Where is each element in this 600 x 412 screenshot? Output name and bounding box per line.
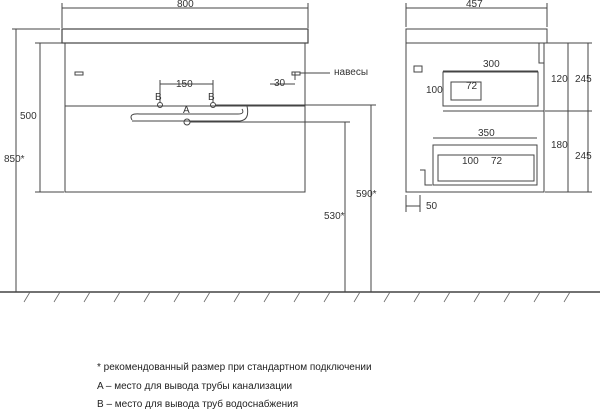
note-b: B – место для вывода труб водоснабжения [97,399,299,410]
side-cabinet-body [405,42,545,193]
dim-height-b: 590* [356,189,377,200]
dim-pipe-spacing: 150 [176,79,193,90]
dim-bottom-drawer-depth: 100 [462,156,479,167]
pipe-b-left-marker [157,102,163,108]
front-countertop [61,28,309,44]
pipe-a-marker [183,118,191,126]
dim-top-section-height: 245 [575,74,592,85]
dim-top-drawer-height: 120 [551,74,568,85]
dim-base-offset: 50 [426,201,438,212]
note-recommended: * рекомендованный размер при стандартном… [97,362,372,373]
dim-bottom-drawer-width: 350 [478,128,495,139]
dim-bottom-drawer-inner: 72 [491,156,503,167]
dim-top-drawer-depth: 100 [426,85,443,96]
hinge-label: навесы [334,67,369,78]
dim-height-a: 530* [324,211,345,222]
side-countertop [405,28,548,44]
dim-bottom-section-height: 245 [575,151,592,162]
pipe-b-right-marker [210,102,216,108]
dim-top-drawer-inner: 72 [466,81,478,92]
dim-top-drawer-width: 300 [483,59,500,70]
marker-b-left: B [155,92,162,103]
dim-height: 500 [20,111,37,122]
marker-b-right: B [208,92,215,103]
dim-width: 800 [177,0,194,10]
front-cabinet-body [64,42,306,193]
dim-total-height: 850* [4,154,25,165]
note-a: A – место для вывода трубы канализации [97,381,293,392]
dim-depth: 457 [466,0,483,10]
dim-hinge-offset: 30 [274,78,286,89]
marker-a: A [183,105,190,116]
dim-bottom-drawer-height: 180 [551,140,568,151]
